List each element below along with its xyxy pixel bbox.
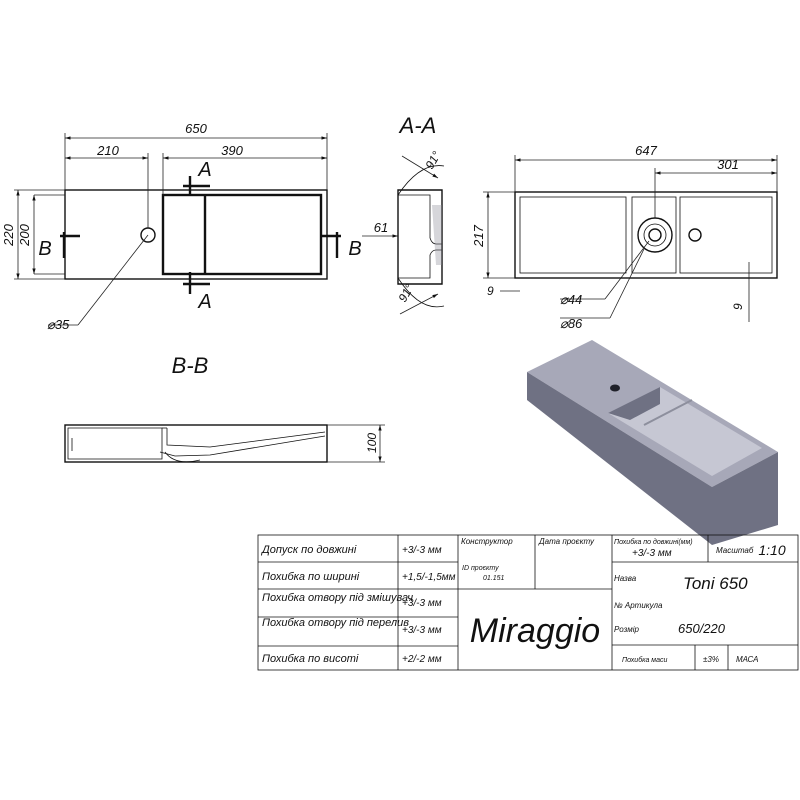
tb-mass-tol-label: Похибка маси xyxy=(622,656,667,664)
drain-mid xyxy=(643,223,667,247)
section-aa-view: A-A 91° 91° 61 xyxy=(362,113,445,315)
tb-size-value: 650/220 xyxy=(678,621,726,636)
tb-row4-value: +3/-3 мм xyxy=(402,625,442,636)
product-render xyxy=(527,340,778,545)
drain-inner xyxy=(648,228,662,242)
section-b-label-right: B xyxy=(348,238,361,260)
tb-row2-label: Похибка по ширині xyxy=(262,571,360,583)
drain-outer xyxy=(637,217,673,253)
dim-220: 220 xyxy=(1,223,16,246)
tb-date-label: Дата проєкту xyxy=(538,537,595,546)
section-b-label-left: B xyxy=(38,238,51,260)
render-left-face xyxy=(527,372,712,545)
tb-row4-label: Похибка отвору під перелив xyxy=(262,617,409,629)
underside-view: 647 301 217 9 9 ⌀44 ⌀86 xyxy=(471,143,778,331)
section-bb-outline xyxy=(64,424,328,463)
tb-mass-tol-value: ±3% xyxy=(703,655,719,664)
tb-row3-label: Похибка отвору під змішувач xyxy=(262,592,413,604)
tb-row1-value: +3/-3 мм xyxy=(402,545,442,556)
tb-row5-value: +2/-2 мм xyxy=(402,654,442,665)
tb-size-label: Розмір xyxy=(614,625,639,634)
dim-210: 210 xyxy=(96,143,119,158)
render-front-face xyxy=(712,452,778,545)
aa-angle-bottom: 91° xyxy=(395,282,416,305)
section-a-label-bottom: A xyxy=(197,291,211,313)
dim-217: 217 xyxy=(471,224,486,247)
top-view: 650 210 390 220 200 ⌀35 A A B B xyxy=(1,121,362,332)
tb-row2-value: +1,5/-1,5мм xyxy=(402,572,456,583)
underside-outline xyxy=(514,191,778,279)
dim-d86: ⌀86 xyxy=(560,316,583,331)
tb-project-id: 01.151 xyxy=(483,575,505,582)
top-view-outline xyxy=(64,189,328,280)
tb-article-label: № Артикула xyxy=(614,601,663,610)
tb-length-tol-value: +3/-3 мм xyxy=(632,548,672,559)
basin-outline xyxy=(161,193,323,276)
section-aa-outline xyxy=(397,189,443,285)
render-basin-wall xyxy=(608,387,660,420)
tb-scale-label: Масштаб xyxy=(716,546,754,555)
section-bb-title: B-B xyxy=(172,353,209,378)
section-bb-view: B-B 100 xyxy=(64,353,385,463)
dim-650: 650 xyxy=(185,121,207,136)
dim-edge-9: 9 xyxy=(487,284,494,298)
tb-length-tol-label: Похибка по довжині(мм) xyxy=(614,538,693,546)
render-basin-step xyxy=(643,399,693,426)
hole-leader xyxy=(77,234,149,326)
title-block: Допуск по довжині +3/-3 мм Похибка по ши… xyxy=(257,534,799,671)
dim-hole-35: ⌀35 xyxy=(47,317,70,332)
dim-390: 390 xyxy=(221,143,243,158)
tb-project-id-label: ID проєкту xyxy=(462,565,499,572)
tb-mass-label: МАСА xyxy=(736,655,758,664)
section-aa-title: A-A xyxy=(398,113,437,138)
dim-100: 100 xyxy=(365,433,379,453)
render-tap-hole xyxy=(610,384,620,392)
drain-leader-86 xyxy=(609,248,645,319)
tb-row5-label: Похибка по висоті xyxy=(262,653,359,665)
tb-name-value: Toni 650 xyxy=(683,574,748,593)
dim-301: 301 xyxy=(717,157,739,172)
tb-row3-value: +3/-3 мм xyxy=(402,598,442,609)
aa-sloped-bottom xyxy=(432,205,442,265)
tb-designer-label: Конструктор xyxy=(461,537,513,546)
aa-depth-61: 61 xyxy=(374,220,388,235)
tb-scale-value: 1:10 xyxy=(758,542,785,558)
section-a-label-top: A xyxy=(197,159,211,181)
dim-edge-9-right: 9 xyxy=(731,303,745,310)
bb-drain xyxy=(164,451,201,463)
tb-name-label: Назва xyxy=(614,574,637,583)
brand-logo-text: Miraggio xyxy=(470,612,600,650)
dim-647: 647 xyxy=(635,143,657,158)
dim-d44: ⌀44 xyxy=(560,292,582,307)
underside-tap-hole xyxy=(688,228,702,242)
drain-leader-44 xyxy=(604,240,650,300)
tb-row1-label: Допуск по довжині xyxy=(260,544,357,556)
dim-200: 200 xyxy=(17,223,32,246)
